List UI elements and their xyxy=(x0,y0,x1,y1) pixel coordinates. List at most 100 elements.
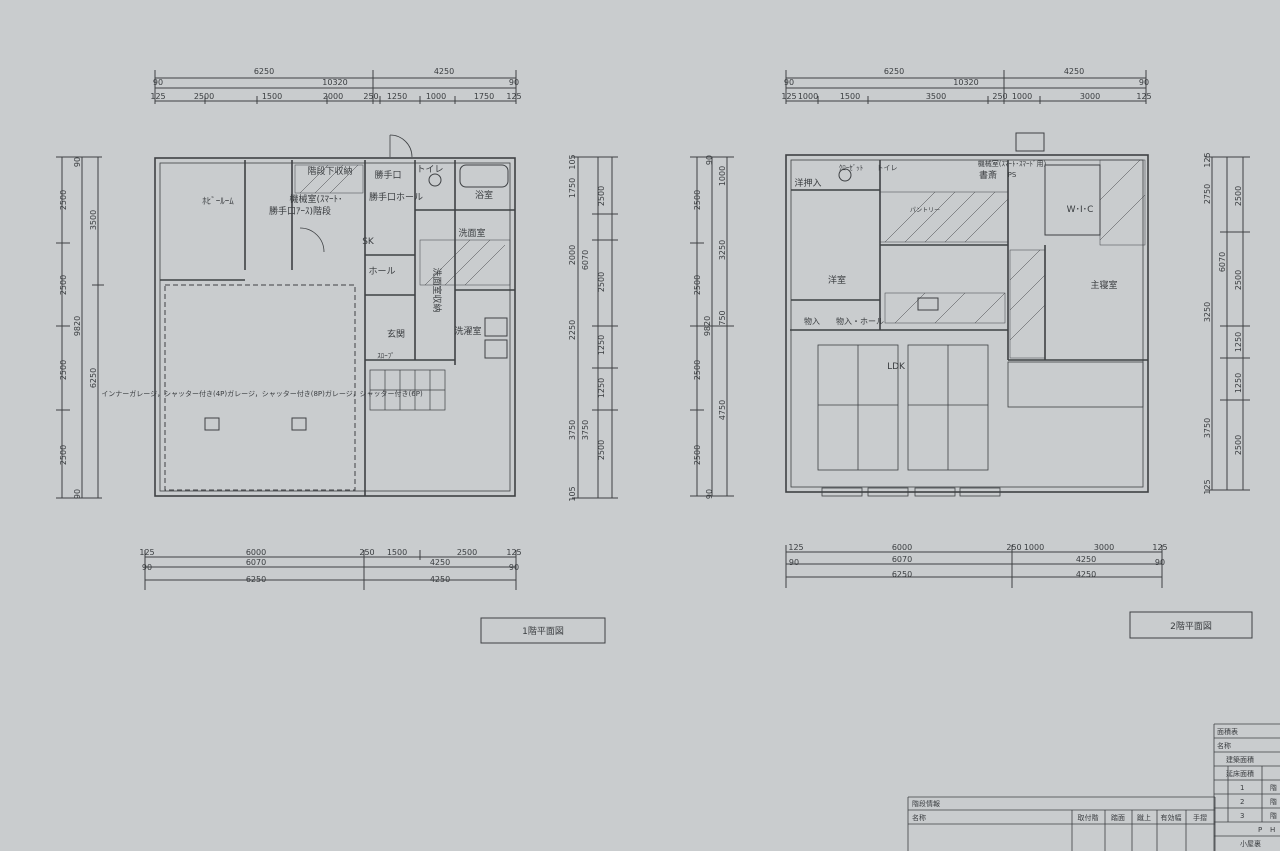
dim-label: 90 xyxy=(509,563,519,572)
dim-label: 90 xyxy=(142,563,152,572)
washer-unit xyxy=(484,339,508,359)
room-label: 機械室(ｽﾏｰﾄ･ｽﾏｰﾄﾞ用) xyxy=(978,159,1047,168)
table-header: 手摺 xyxy=(1193,813,1207,822)
room-label: パントリー xyxy=(910,207,940,214)
dim-label: 90 xyxy=(705,155,714,165)
dim-label: 3750 xyxy=(581,420,590,440)
dim-label: 250 xyxy=(1006,543,1021,552)
table-row-label: 1 xyxy=(1240,784,1244,792)
dim-label: 2500 xyxy=(597,186,606,206)
dim-label: 3500 xyxy=(926,92,946,101)
left-dimension-block xyxy=(56,156,104,499)
dim-label: 125 xyxy=(1152,543,1167,552)
room-label: 階段下収納 xyxy=(307,165,352,177)
washer-unit xyxy=(484,317,508,337)
dim-label: 90 xyxy=(705,489,714,499)
door-swing xyxy=(389,134,413,158)
table-cell: 階 xyxy=(1270,811,1277,820)
dim-label: 2000 xyxy=(568,245,577,265)
dim-label: 1250 xyxy=(1234,332,1243,352)
first-floor-plan xyxy=(56,70,618,590)
room-label: 機械室(ｽﾏｰﾄ･ xyxy=(289,193,342,205)
dim-label: 125 xyxy=(1203,479,1212,494)
stair-info-table xyxy=(907,796,1216,851)
dim-label: 3750 xyxy=(1203,418,1212,438)
dim-label: 1250 xyxy=(597,378,606,398)
windows xyxy=(821,487,1001,497)
dim-label: 2500 xyxy=(1234,435,1243,455)
room-label: LDK xyxy=(887,362,906,372)
ldk-floor-panels xyxy=(817,344,989,471)
dim-label: 6250 xyxy=(254,67,274,76)
dim-label: 125 xyxy=(1136,92,1151,101)
room-label: 書斎 xyxy=(979,169,997,181)
dim-label: 2500 xyxy=(597,440,606,460)
table-row-label: 延床面積 xyxy=(1226,769,1254,778)
dim-label: 125 xyxy=(788,543,803,552)
second-floor-plan xyxy=(690,70,1250,588)
room-label: インナーガレージ，シャッター付き(4P)ガレージ，シャッター付き(8P)ガレージ… xyxy=(101,389,423,398)
plan-title-box-1: 1階平面図 xyxy=(480,617,606,644)
area-table-text: 面積表 名称 建築面積 延床面積 1 2 3 P 小屋裏 階 階 階 H xyxy=(1217,727,1277,848)
dim-label: 10320 xyxy=(322,78,347,87)
dim-label: 6070 xyxy=(1218,252,1227,272)
chimney xyxy=(1015,132,1045,152)
dim-label: 750 xyxy=(718,310,727,325)
room-label: 勝手口ホール xyxy=(369,191,423,203)
dim-label: 1250 xyxy=(597,335,606,355)
dim-label: 4250 xyxy=(1076,570,1096,579)
dim-label: 250 xyxy=(992,92,1007,101)
dim-label: 9820 xyxy=(703,316,712,336)
dim-label: 10320 xyxy=(953,78,978,87)
dim-label: 3750 xyxy=(568,420,577,440)
toilet-fixture xyxy=(838,168,852,182)
dim-label: 1000 xyxy=(1024,543,1044,552)
dim-label: 105 xyxy=(568,486,577,501)
dim-label: 6070 xyxy=(246,558,266,567)
door-swing xyxy=(299,227,325,253)
dim-label: 125 xyxy=(150,92,165,101)
dim-label: 2500 xyxy=(457,548,477,557)
dim-label: 90 xyxy=(73,157,82,167)
dim-label: 3500 xyxy=(89,210,98,230)
dim-label: 1000 xyxy=(798,92,818,101)
left-dimension-block xyxy=(690,156,734,497)
dim-label: 1250 xyxy=(387,92,407,101)
dim-label: 2500 xyxy=(597,272,606,292)
dim-label: 250 xyxy=(363,92,378,101)
room-label: 勝手口 xyxy=(374,169,401,181)
table-row-label: 2 xyxy=(1240,798,1244,806)
table-cell: H xyxy=(1270,826,1275,834)
dim-label: 2500 xyxy=(1234,186,1243,206)
garage-shutter-box xyxy=(291,417,307,431)
dim-label: 4250 xyxy=(1064,67,1084,76)
room-label: 洗面室収納 xyxy=(431,267,443,312)
dim-label: 125 xyxy=(139,548,154,557)
room-label: 物入・ホール xyxy=(836,316,884,326)
dim-label: 6250 xyxy=(89,368,98,388)
dim-label: 1000 xyxy=(426,92,446,101)
second-floor-dimension-text: 6250 4250 10320 90 90 125 1000 1500 3500… xyxy=(693,67,1243,579)
right-dimension-block xyxy=(572,156,618,499)
table-row-label: 名称 xyxy=(1217,741,1231,750)
dim-label: 125 xyxy=(506,548,521,557)
table-cell: 階 xyxy=(1270,783,1277,792)
room-label: 浴室 xyxy=(475,189,493,201)
table-title: 面積表 xyxy=(1217,727,1238,736)
plan-title-box-2: 2階平面図 xyxy=(1129,611,1253,639)
table-header: 有効幅 xyxy=(1161,813,1182,822)
room-label: SK xyxy=(362,237,375,247)
dim-label: 2500 xyxy=(693,445,702,465)
dim-label: 2500 xyxy=(59,445,68,465)
dim-label: 2500 xyxy=(59,190,68,210)
dim-label: 125 xyxy=(506,92,521,101)
dim-label: 90 xyxy=(784,78,794,87)
dim-label: 2500 xyxy=(1234,270,1243,290)
dim-label: 6000 xyxy=(246,548,266,557)
room-label: ﾎﾋﾞｰﾙｰﾑ xyxy=(202,196,234,207)
room-label: 物入 xyxy=(804,316,820,326)
dim-label: 2500 xyxy=(693,360,702,380)
dim-label: 90 xyxy=(1139,78,1149,87)
